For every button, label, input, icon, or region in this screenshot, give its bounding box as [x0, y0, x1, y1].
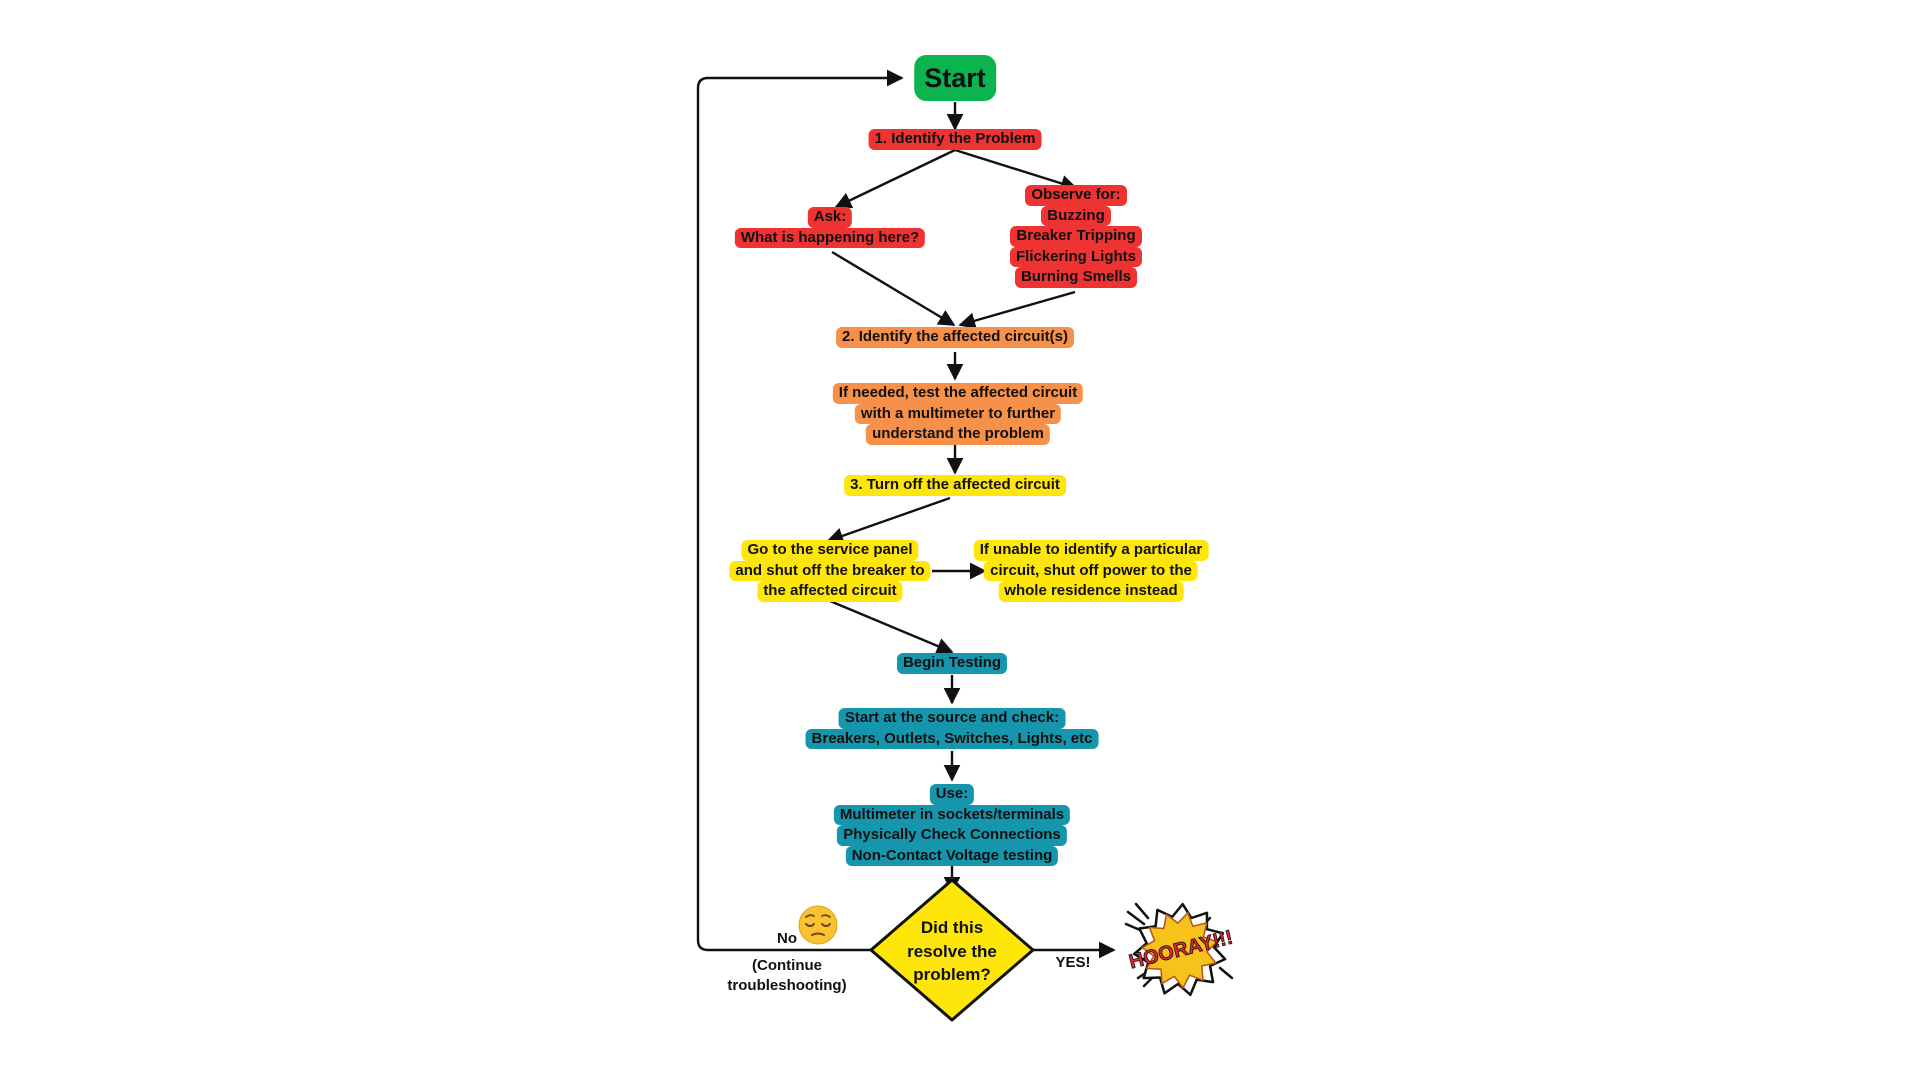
observe-node-line: Burning Smells	[1014, 267, 1138, 288]
service-panel-node-line: and shut off the breaker to	[729, 560, 931, 581]
edge-ask-circuits	[831, 250, 956, 327]
use-tools-node-line: Multimeter in sockets/terminals	[833, 804, 1071, 825]
yes-label: YES!	[1055, 954, 1091, 971]
edge-observe-circuits	[958, 290, 1076, 329]
start-node-line: Start	[914, 55, 996, 101]
use-tools-node-line: Non-Contact Voltage testing	[845, 845, 1059, 866]
edge-panel-begin	[829, 599, 954, 654]
begin-testing-node-line: Begin Testing	[896, 653, 1008, 674]
continue-label: (Continue troubleshooting)	[727, 957, 847, 994]
unable-identify-node-line: whole residence instead	[998, 581, 1184, 602]
edge-turnoff-panel	[826, 496, 951, 544]
ask-node-line: What is happening here?	[734, 227, 926, 248]
identify-circuits-node: 2. Identify the affected circuit(s)	[836, 327, 1074, 348]
edge-identify-observe	[954, 148, 1078, 192]
observe-node-line: Breaker Tripping	[1010, 226, 1142, 247]
identify-circuits-node-line: 2. Identify the affected circuit(s)	[836, 327, 1074, 348]
service-panel-node-line: Go to the service panel	[741, 540, 919, 561]
multimeter-test-node-line: with a multimeter to further	[854, 403, 1062, 424]
decision-text: Did this resolve the problem?	[907, 918, 997, 984]
unable-identify-node-line: If unable to identify a particular	[973, 540, 1209, 561]
observe-node-line: Flickering Lights	[1009, 246, 1143, 267]
turn-off-circuit-node: 3. Turn off the affected circuit	[844, 475, 1066, 496]
no-label: No	[777, 930, 797, 947]
edge-identify-ask	[834, 148, 956, 209]
start-at-source-node-line: Start at the source and check:	[838, 708, 1066, 729]
edge-no-loop	[696, 69, 904, 952]
observe-node-line: Observe for:	[1025, 185, 1127, 206]
identify-problem-node: 1. Identify the Problem	[868, 129, 1042, 150]
ask-node: Ask:What is happening here?	[734, 207, 926, 248]
comic-burst-icon: HOORAY!!!	[1124, 902, 1235, 997]
observe-node-line: Buzzing	[1041, 205, 1111, 226]
decision-diamond	[869, 878, 1035, 1022]
burst-inner	[1141, 912, 1218, 989]
identify-problem-node-line: 1. Identify the Problem	[868, 129, 1042, 150]
ask-node-line: Ask:	[807, 207, 853, 228]
start-node: Start	[914, 55, 996, 101]
use-tools-node-line: Physically Check Connections	[837, 825, 1067, 846]
unable-identify-node-line: circuit, shut off power to the	[984, 560, 1198, 581]
begin-testing-node: Begin Testing	[896, 653, 1008, 674]
multimeter-test-node-line: If needed, test the affected circuit	[832, 383, 1084, 404]
multimeter-test-node-line: understand the problem	[866, 424, 1050, 445]
start-at-source-node: Start at the source and check:Breakers, …	[805, 708, 1099, 749]
start-at-source-node-line: Breakers, Outlets, Switches, Lights, etc	[805, 728, 1099, 749]
service-panel-node-line: the affected circuit	[757, 581, 903, 602]
turn-off-circuit-node-line: 3. Turn off the affected circuit	[844, 475, 1066, 496]
pensive-face-icon	[798, 905, 838, 945]
use-tools-node-line: Use:	[929, 784, 975, 805]
